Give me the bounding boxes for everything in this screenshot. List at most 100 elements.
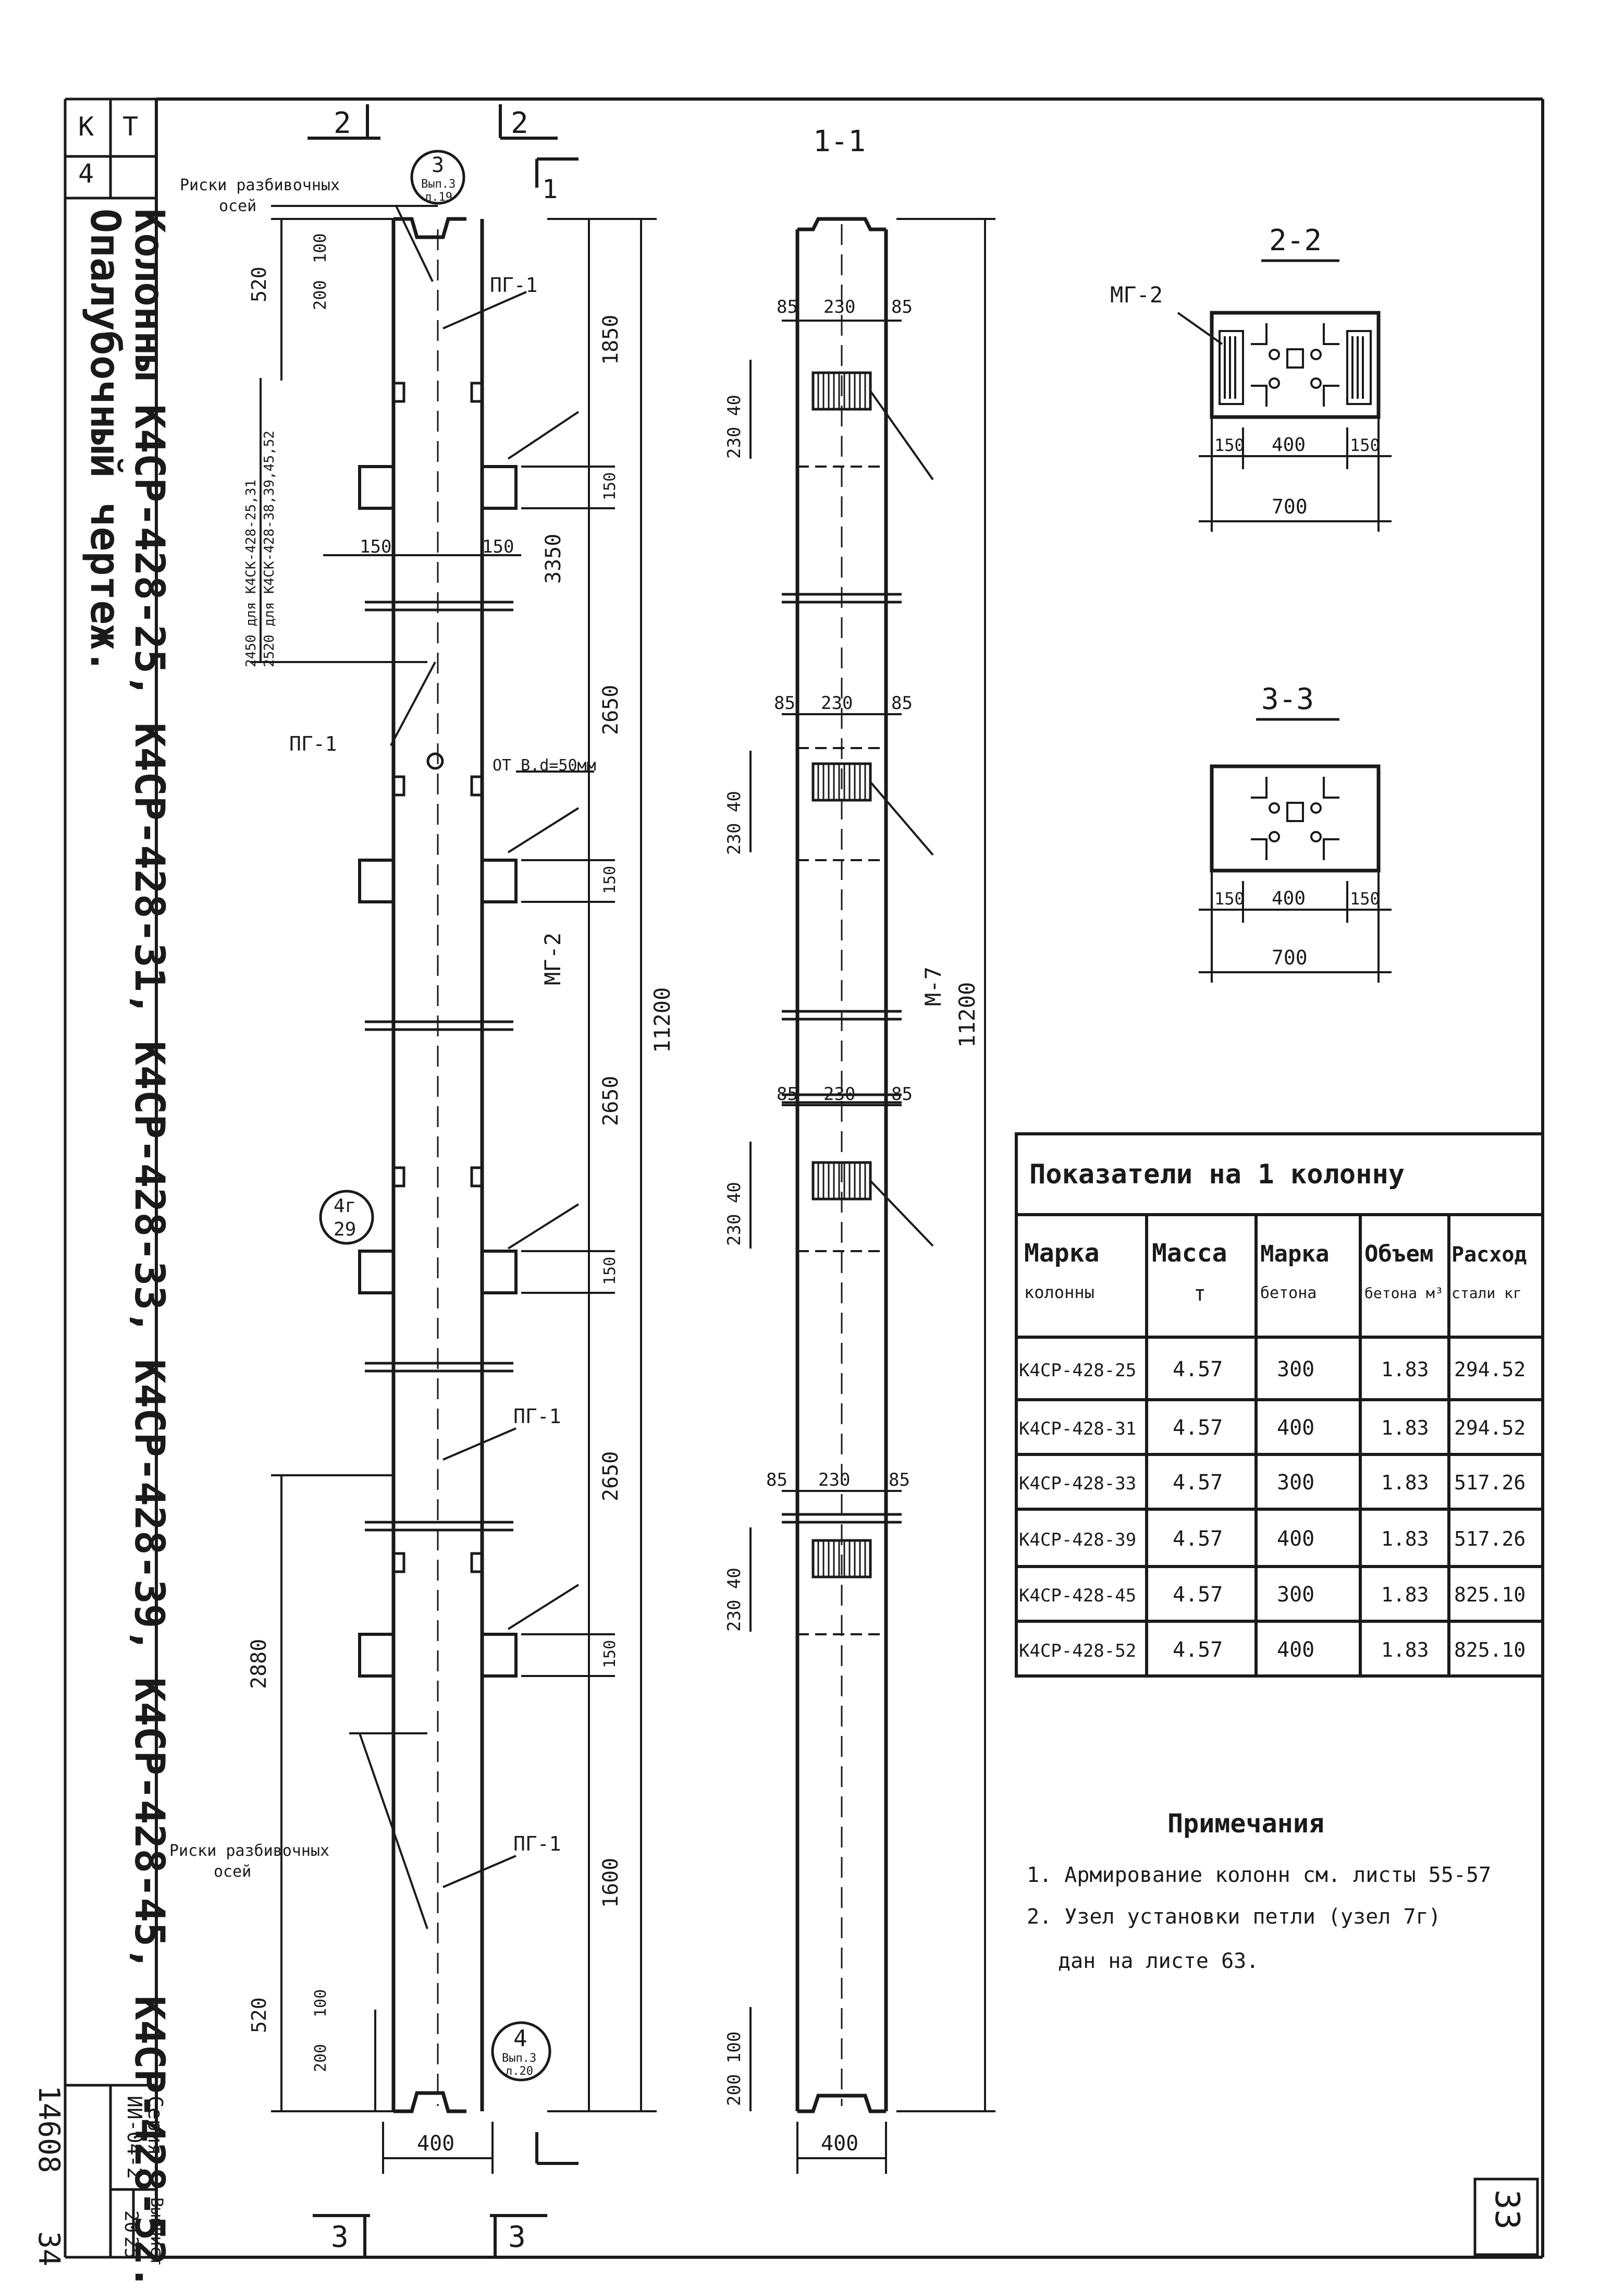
cs33-dim-150a: 150: [1214, 889, 1245, 909]
sec-dim-85-1a: 85: [777, 297, 798, 317]
section-mark-3-left: 3: [331, 2220, 349, 2254]
strip-col-k: К: [78, 112, 94, 142]
dim-2650-1: 2650: [599, 685, 623, 735]
th-steel-2: стали кг: [1451, 1284, 1522, 1302]
dim-150-3: 150: [601, 1257, 619, 1285]
sec-dim-230-3: 230: [823, 1084, 855, 1105]
sheet-value: 25: [120, 2236, 142, 2259]
archive-page: 34: [32, 2231, 66, 2266]
cs22-title: 2-2: [1269, 224, 1322, 258]
lifting-loop-label-2: ПГ-1: [289, 732, 337, 755]
notes-title: Примечания: [1167, 1808, 1324, 1839]
column-elevation: 2 2 1 3 3 Риски разбивочных осей Риски р…: [169, 104, 675, 2257]
lifting-loop-label-3: ПГ-1: [513, 1405, 561, 1428]
th-concrete-1: Марка: [1260, 1241, 1329, 1267]
sec-dim-230-40-2: 230 40: [724, 791, 745, 855]
drawing-title: Колонны К4СР-428-25, К4СР-428-31, К4СР-4…: [126, 209, 173, 2288]
table-cell: 294.52: [1454, 1416, 1525, 1439]
sec-dim-230-2: 230: [821, 693, 853, 714]
th-mark-2: колонны: [1024, 1282, 1094, 1302]
dim-520-bottom: 520: [248, 1997, 270, 2033]
th-steel-1: Расход: [1451, 1243, 1527, 1267]
archive-number: 14608: [32, 2085, 66, 2173]
page-number-box: 33: [1473, 2177, 1539, 2256]
dim-150-2: 150: [601, 866, 619, 894]
node-top-sheet: л.19: [425, 191, 452, 204]
sec-dim-85-2b: 85: [891, 693, 913, 714]
issue-value: 20: [120, 2210, 142, 2233]
dim-2650-3: 2650: [599, 1451, 623, 1501]
table-cell: К4СР-428-39: [1019, 1530, 1136, 1550]
th-concrete-2: бетона: [1260, 1284, 1317, 1302]
cs33-title: 3-3: [1261, 682, 1314, 716]
sec-dim-85-4a: 85: [766, 1470, 788, 1490]
series-label: Серия: [144, 2096, 167, 2155]
axis-marks-label-top2: осей: [219, 197, 256, 215]
node-side-number: 4г: [334, 1195, 356, 1217]
table-cell: К4СР-428-45: [1019, 1585, 1136, 1606]
table-cell: 300: [1277, 1357, 1314, 1381]
hole-label: ОТ В.d=50мм: [493, 756, 596, 775]
dim-200-bottom: 200: [312, 2044, 330, 2072]
node-bottom-ref: Вып.3: [502, 2052, 536, 2065]
section-mark-3-right: 3: [508, 2220, 526, 2254]
section-1-1-title: 1-1: [813, 125, 866, 158]
m7-label: М-7: [920, 966, 946, 1006]
page-number: 33: [1487, 2189, 1526, 2230]
sec-dim-85-4b: 85: [889, 1470, 910, 1490]
note-line-2: 2. Узел установки петли (узел 7г): [1027, 1905, 1441, 1929]
table-cell: 517.26: [1454, 1471, 1525, 1494]
th-mass-2: т: [1194, 1282, 1206, 1306]
table-cell: 517.26: [1454, 1527, 1525, 1550]
table-cell: 4.57: [1173, 1583, 1223, 1607]
dim-1600: 1600: [599, 1858, 623, 1908]
dim-2880: 2880: [247, 1639, 271, 1689]
node-top-number: 3: [432, 153, 444, 177]
table-cell: 300: [1277, 1471, 1314, 1495]
table-cell: 825.10: [1454, 1638, 1525, 1661]
table-cell: 294.52: [1454, 1358, 1525, 1381]
cross-section-3-3: 3-3 150 400 150 700: [1199, 682, 1392, 983]
table-cell: 1.83: [1381, 1358, 1429, 1381]
sec-dim-230-1: 230: [823, 297, 855, 317]
table-cell: 1.83: [1381, 1583, 1429, 1606]
mg2-label: МГ-2: [540, 933, 565, 985]
sec-dim-230-40-4: 230 40: [724, 1568, 745, 1632]
node-side-sheet: 29: [334, 1219, 356, 1240]
embedded-plates: [811, 371, 872, 1579]
axis-marks-label-bottom: Риски разбивочных: [169, 1842, 329, 1860]
table-cell: 1.83: [1381, 1527, 1429, 1550]
cs33-dim-400: 400: [1272, 888, 1306, 909]
node-bottom-sheet: л.20: [506, 2065, 533, 2078]
th-mark-1: Марка: [1024, 1239, 1100, 1268]
dim-200-top: 200: [310, 280, 330, 310]
notes-block: Примечания 1. Армирование колонн см. лис…: [1027, 1808, 1491, 1973]
th-volume-2: бетона м³: [1364, 1284, 1444, 1302]
table-cell: 4.57: [1173, 1527, 1223, 1551]
sec-dim-85-3a: 85: [777, 1084, 798, 1105]
table-cell: 400: [1277, 1527, 1314, 1551]
sec-dim-85-1b: 85: [891, 297, 913, 317]
sec-dim-230-40-3: 230 40: [724, 1182, 745, 1246]
dim-3350: 3350: [542, 534, 565, 584]
cs33-dim-150b: 150: [1350, 889, 1380, 909]
series-block: Серия ИИ-04-2 Вып. 20 Лист 25 14608 34: [32, 2085, 167, 2266]
table-cell: 400: [1277, 1416, 1314, 1440]
node-bottom-number: 4: [513, 2025, 527, 2052]
note-line-3: дан на листе 63.: [1058, 1949, 1259, 1973]
cs22-mark: МГ-2: [1110, 282, 1163, 308]
dim-100-top: 100: [310, 233, 330, 263]
table-cell: 1.83: [1381, 1638, 1429, 1661]
dim-11200-main: 11200: [649, 987, 675, 1053]
table-cell: 4.57: [1173, 1416, 1223, 1440]
lifting-loop-label-4: ПГ-1: [513, 1832, 561, 1855]
th-volume-1: Объем: [1364, 1241, 1433, 1267]
sec-dim-width-400: 400: [821, 2132, 858, 2156]
th-mass-1: Масса: [1152, 1239, 1227, 1268]
table-cell: 1.83: [1381, 1416, 1429, 1439]
sec-dim-11200: 11200: [954, 982, 980, 1048]
table-cell: К4СР-428-52: [1019, 1641, 1136, 1661]
table-cell: 4.57: [1173, 1357, 1223, 1381]
table-cell: 300: [1277, 1583, 1314, 1607]
